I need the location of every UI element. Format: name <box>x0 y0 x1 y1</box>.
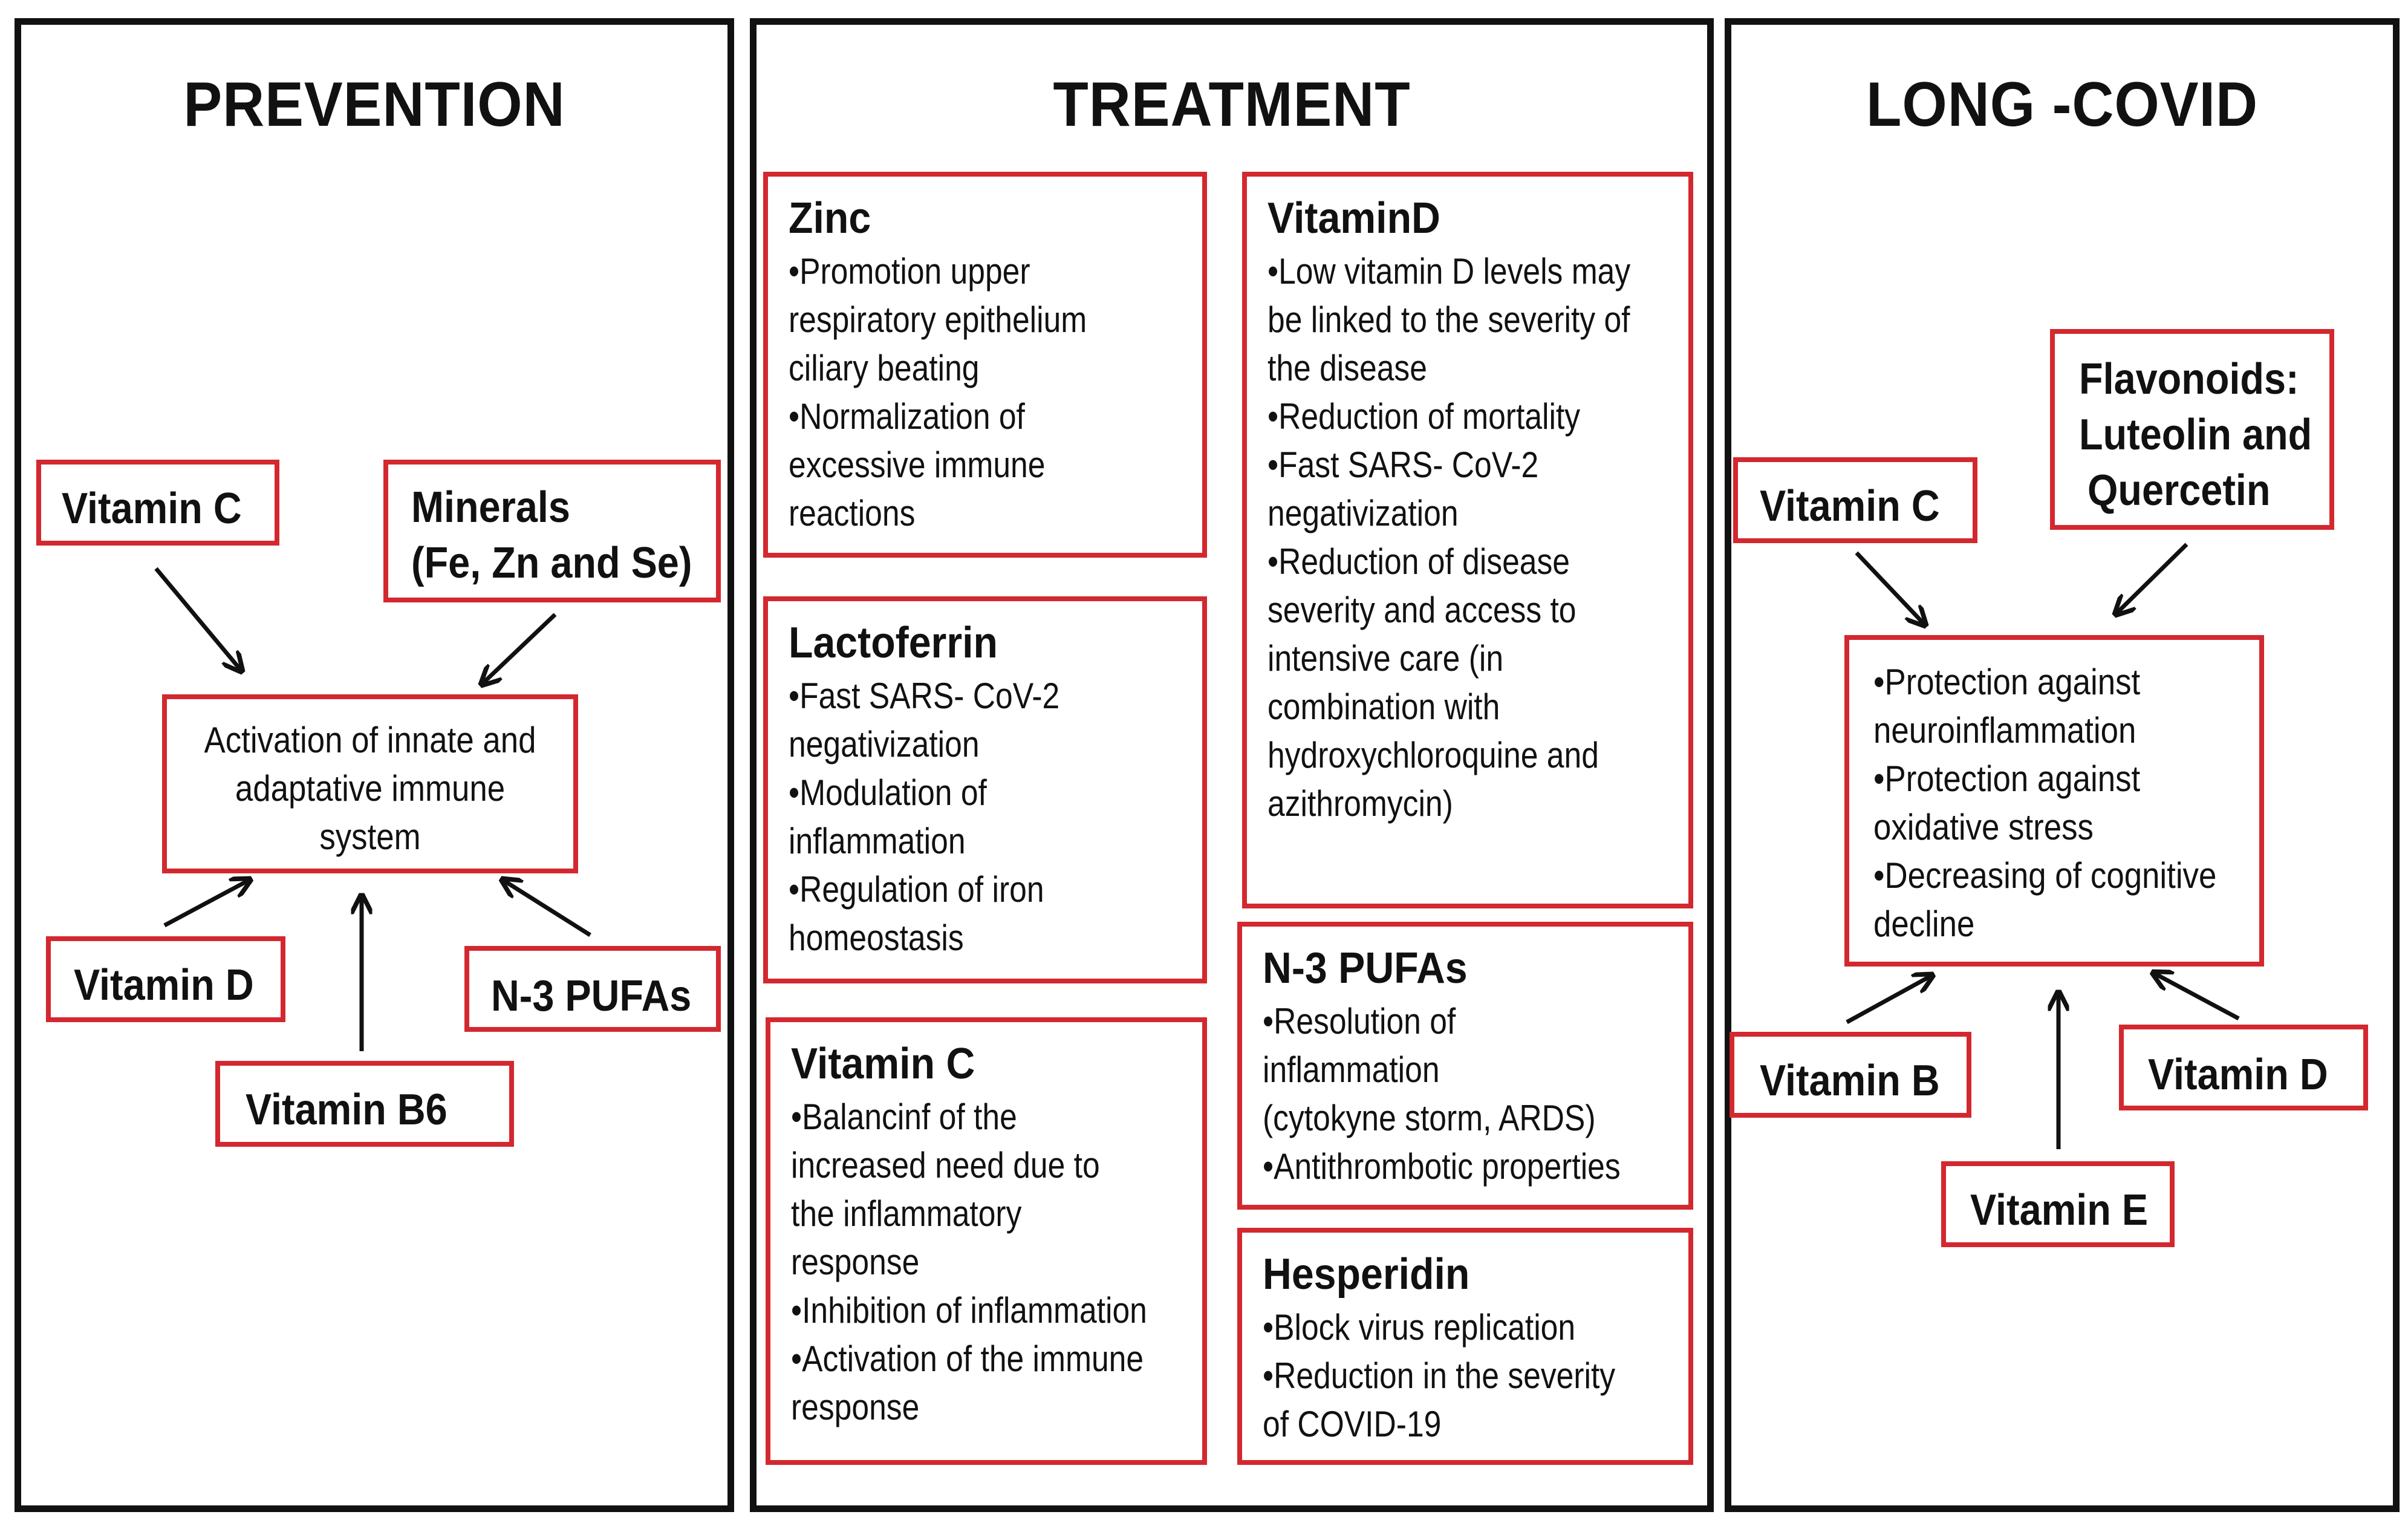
treatment-vitamin-d-line: intensive care (in <box>1267 638 1504 679</box>
long-covid-center-line: neuroinflammation <box>1873 710 2136 751</box>
treatment-vitamin-c-line: •Balancinf of the <box>791 1097 1017 1138</box>
treatment-vitamin-d-line: be linked to the severity of <box>1267 299 1630 341</box>
treatment-vitamin-d-line: combination with <box>1267 686 1500 728</box>
treatment-zinc-line: respiratory epithelium <box>789 299 1087 341</box>
treatment-zinc-line: ciliary beating <box>789 348 980 389</box>
treatment-n3-pufas-line: inflammation <box>1263 1049 1440 1091</box>
treatment-vitamin-c-line: response <box>791 1387 920 1428</box>
long-covid-vitamin-e-box: Vitamin E <box>1941 1161 2175 1247</box>
treatment-lactoferrin-line: negativization <box>789 724 980 765</box>
arrow-long-covid-vitamin-b <box>1846 975 1933 1025</box>
arrow-long-covid-flavonoids <box>2115 543 2188 615</box>
treatment-vitamin-c-line: response <box>791 1242 920 1283</box>
prevention-vitamin-b6-label: Vitamin B6 <box>246 1086 447 1134</box>
prevention-center-line: adaptative immune <box>235 768 506 809</box>
long-covid-flavonoids-box: Flavonoids: Luteolin and Quercetin <box>2050 329 2334 530</box>
long-covid-flavonoids-line: Luteolin and <box>2079 411 2312 459</box>
treatment-lactoferrin-line: •Modulation of <box>789 772 987 813</box>
treatment-vitamin-d-line: azithromycin) <box>1267 783 1453 824</box>
arrow-prevention-vitamin-c <box>154 567 242 671</box>
treatment-lactoferrin-line: •Fast SARS- CoV-2 <box>789 676 1060 717</box>
prevention-vitamin-c-label: Vitamin C <box>62 484 242 533</box>
long-covid-vitamin-b-box: Vitamin B <box>1730 1032 1971 1118</box>
treatment-vitamin-d-line: •Fast SARS- CoV-2 <box>1267 445 1539 486</box>
arrow-prevention-n3-pufas <box>502 879 591 937</box>
long-covid-flavonoids-line: Quercetin <box>2087 466 2271 515</box>
treatment-vitamin-c-line: •Inhibition of inflammation <box>791 1290 1147 1331</box>
treatment-n3-pufas-box: N-3 PUFAs •Resolution of inflammation (c… <box>1237 922 1693 1210</box>
treatment-lactoferrin-line: homeostasis <box>789 918 964 959</box>
arrow-prevention-vitamin-d <box>163 879 250 928</box>
prevention-center-text: Activation of innate and adaptative immu… <box>191 716 548 861</box>
prevention-center-line: system <box>319 817 421 857</box>
prevention-vitamin-d-label: Vitamin D <box>74 961 254 1009</box>
long-covid-vitamin-d-label: Vitamin D <box>2148 1051 2328 1099</box>
treatment-hesperidin-box: Hesperidin •Block virus replication •Red… <box>1237 1228 1693 1465</box>
treatment-n3-pufas-line: •Resolution of <box>1263 1001 1456 1042</box>
prevention-center-box: Activation of innate and adaptative immu… <box>162 694 578 873</box>
treatment-vitamin-d-line: negativization <box>1267 493 1459 534</box>
prevention-n3-pufas-label: N-3 PUFAs <box>491 972 692 1020</box>
treatment-vitamin-d-line: the disease <box>1267 348 1427 389</box>
treatment-vitamin-d-line: •Reduction of mortality <box>1267 396 1581 437</box>
treatment-zinc-line: •Promotion upper <box>789 251 1030 292</box>
prevention-center-line: Activation of innate and <box>204 720 536 760</box>
treatment-vitamin-d-line: •Reduction of disease <box>1267 541 1570 582</box>
treatment-n3-pufas-line: •Antithrombotic properties <box>1263 1146 1621 1187</box>
treatment-vitamin-c-line: the inflammatory <box>791 1193 1022 1234</box>
arrow-long-covid-vitamin-c <box>1855 551 1925 625</box>
treatment-vitamin-c-title: Vitamin C <box>791 1040 975 1088</box>
treatment-hesperidin-title: Hesperidin <box>1263 1250 1470 1299</box>
treatment-vitamin-c-line: increased need due to <box>791 1145 1100 1186</box>
long-covid-vitamin-e-label: Vitamin E <box>1970 1186 2149 1234</box>
long-covid-vitamin-b-label: Vitamin B <box>1760 1057 1940 1105</box>
treatment-zinc-line: •Normalization of <box>789 396 1025 437</box>
prevention-vitamin-c-box: Vitamin C <box>36 460 279 546</box>
long-covid-vitamin-c-box: Vitamin C <box>1733 457 1977 543</box>
treatment-n3-pufas-line: (cytokyne storm, ARDS) <box>1263 1098 1596 1139</box>
treatment-lactoferrin-box: Lactoferrin •Fast SARS- CoV-2 negativiza… <box>763 596 1207 983</box>
prevention-vitamin-b6-box: Vitamin B6 <box>215 1061 514 1147</box>
treatment-vitamin-c-line: •Activation of the immune <box>791 1338 1144 1380</box>
long-covid-center-line: decline <box>1873 904 1975 944</box>
treatment-zinc-line: excessive immune <box>789 445 1046 486</box>
arrow-prevention-minerals <box>481 613 557 685</box>
treatment-zinc-line: reactions <box>789 493 916 534</box>
long-covid-center-line: •Protection against <box>1873 758 2141 799</box>
long-covid-center-text: •Protection against neuroinflammation •P… <box>1873 658 2216 948</box>
treatment-zinc-title: Zinc <box>789 194 871 243</box>
prevention-minerals-box: Minerals (Fe, Zn and Se) <box>383 460 721 602</box>
long-covid-center-line: •Protection against <box>1873 662 2141 702</box>
treatment-lactoferrin-title: Lactoferrin <box>789 619 998 667</box>
treatment-lactoferrin-line: inflammation <box>789 821 966 862</box>
treatment-hesperidin-line: •Reduction in the severity <box>1263 1355 1616 1397</box>
treatment-n3-pufas-title: N-3 PUFAs <box>1263 944 1468 993</box>
prevention-minerals-label-line2: (Fe, Zn and Se) <box>411 539 692 587</box>
treatment-vitamin-d-line: severity and access to <box>1267 590 1577 631</box>
arrow-long-covid-vitamin-d <box>2153 973 2240 1021</box>
prevention-n3-pufas-box: N-3 PUFAs <box>464 946 721 1032</box>
treatment-vitamin-d-title: VitaminD <box>1267 194 1440 243</box>
treatment-vitamin-c-box: Vitamin C •Balancinf of the increased ne… <box>766 1017 1207 1465</box>
treatment-vitamin-d-line: •Low vitamin D levels may <box>1267 251 1631 292</box>
long-covid-center-line: •Decreasing of cognitive <box>1873 855 2217 896</box>
prevention-vitamin-d-box: Vitamin D <box>46 936 285 1022</box>
long-covid-vitamin-c-label: Vitamin C <box>1760 482 1940 530</box>
long-covid-center-box: •Protection against neuroinflammation •P… <box>1844 635 2264 967</box>
long-covid-center-line: oxidative stress <box>1873 807 2094 847</box>
treatment-hesperidin-line: •Block virus replication <box>1263 1307 1576 1348</box>
treatment-vitamin-d-box: VitaminD •Low vitamin D levels may be li… <box>1242 172 1693 908</box>
long-covid-title: LONG -COVID <box>1866 70 2258 140</box>
treatment-vitamin-d-line: hydroxychloroquine and <box>1267 735 1599 776</box>
prevention-title: PREVENTION <box>183 70 565 140</box>
long-covid-vitamin-d-box: Vitamin D <box>2119 1025 2368 1110</box>
long-covid-flavonoids-line: Flavonoids: <box>2079 355 2299 403</box>
treatment-title: TREATMENT <box>1053 70 1411 140</box>
treatment-lactoferrin-line: •Regulation of iron <box>789 869 1044 910</box>
treatment-zinc-box: Zinc •Promotion upper respiratory epithe… <box>763 172 1207 558</box>
prevention-minerals-label-line1: Minerals <box>411 483 570 532</box>
treatment-hesperidin-line: of COVID-19 <box>1263 1404 1442 1445</box>
